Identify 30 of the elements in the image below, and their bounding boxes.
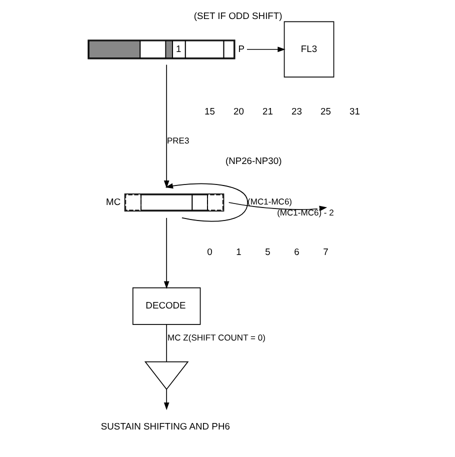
connector <box>166 324 167 362</box>
arrow <box>228 202 327 212</box>
label: 21 <box>262 106 272 116</box>
label: 23 <box>291 106 302 116</box>
arrow <box>164 183 248 222</box>
node-label: MC <box>106 196 120 207</box>
node-text: SUSTAIN SHIFTING AND PH6 <box>100 422 230 432</box>
arrow <box>163 388 169 410</box>
label: 5 <box>264 247 270 258</box>
node-label: (SET IF ODD SHIFT) <box>193 10 282 21</box>
node-box: FL3 <box>283 21 334 78</box>
edge-label: (MC1-MC6) <box>247 196 292 207</box>
label: 25 <box>320 106 330 116</box>
node-box: DECODE <box>132 287 200 325</box>
arrow <box>163 218 169 289</box>
edge-label: (MC1-MC6) - 2 <box>276 208 334 218</box>
label: (NP26-NP30) <box>224 156 282 166</box>
label: 6 <box>294 247 299 258</box>
label: 0 <box>206 247 212 258</box>
label: 15 <box>204 106 214 116</box>
edge-label: PRE3 <box>166 136 189 146</box>
node-label: P <box>238 44 244 54</box>
arrow <box>163 64 169 188</box>
label: 1 <box>236 247 241 258</box>
arrow <box>246 46 285 52</box>
label: 31 <box>349 106 360 116</box>
edge-label: MC Z(SHIFT COUNT = 0) <box>167 332 265 343</box>
node-triangle <box>144 361 188 390</box>
label: 20 <box>233 106 244 116</box>
label: 7 <box>322 247 328 258</box>
